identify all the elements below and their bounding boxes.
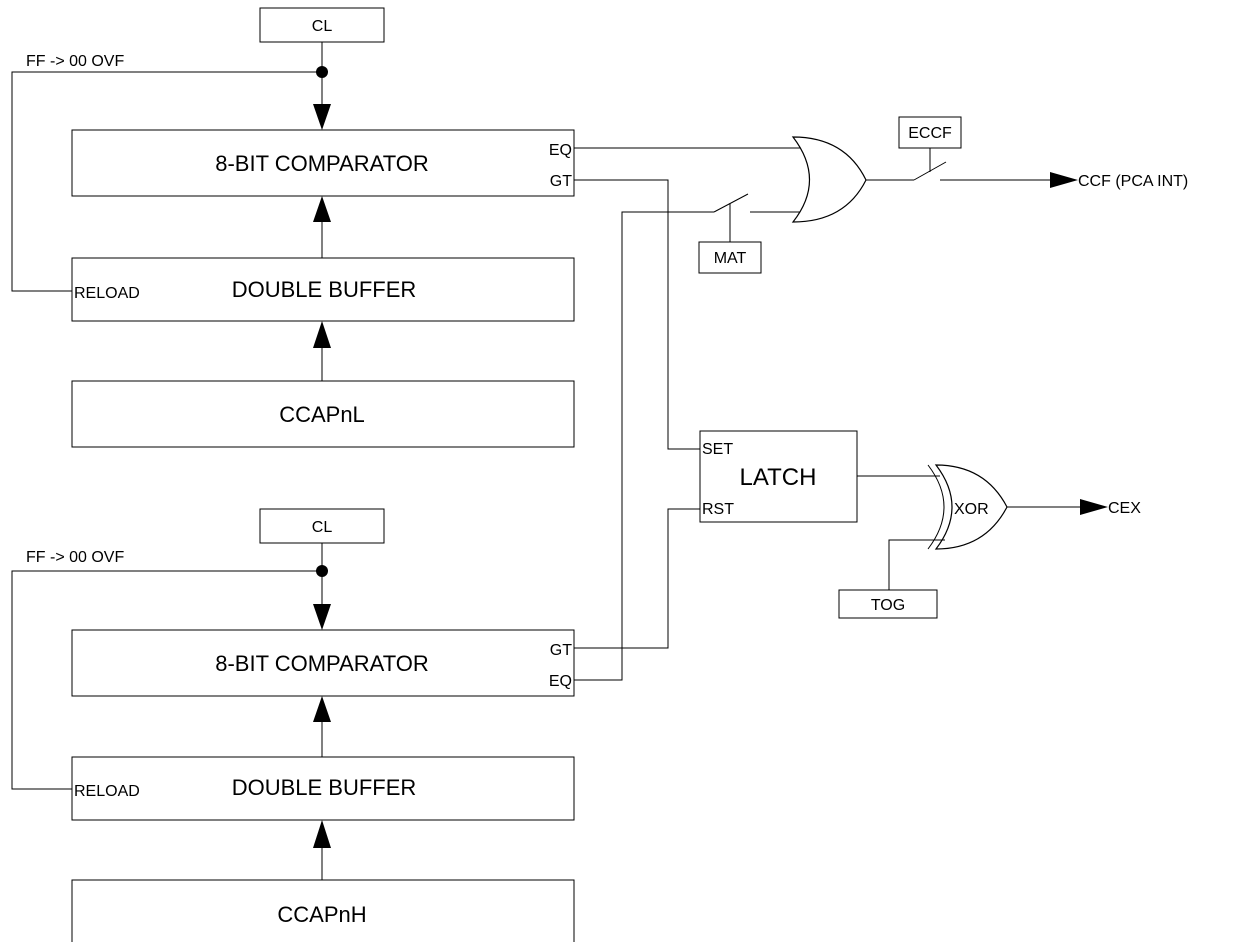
latch-rst-label: RST <box>702 501 734 518</box>
top-cl-arrow <box>313 104 331 130</box>
mat-box <box>698 241 762 274</box>
eccf-box <box>898 116 962 149</box>
cex-arrow <box>1080 499 1108 515</box>
ccf-arrow <box>1050 172 1078 188</box>
top-double-buffer-label: DOUBLE BUFFER <box>232 277 417 302</box>
top-gt-wire <box>574 179 700 450</box>
top-gt-label: GT <box>550 173 572 190</box>
mat-label: MAT <box>714 250 747 267</box>
bottom-cl-label: CL <box>312 519 333 536</box>
bottom-reload-label: RELOAD <box>74 783 140 800</box>
bottom-gt-wire <box>574 508 700 649</box>
tog-wire <box>888 539 945 590</box>
interconnect <box>574 147 800 681</box>
top-cl-box <box>259 7 385 43</box>
top-register-box <box>71 380 575 448</box>
bottom-reload-wire <box>11 570 322 790</box>
top-register-arrow <box>313 321 331 348</box>
top-double-buffer-box <box>71 257 575 322</box>
top-ovf-label: FF -> 00 OVF <box>26 53 124 70</box>
bottom-channel: CL FF -> 00 OVF 8-BIT COMPARATOR GT EQ R… <box>11 508 575 942</box>
top-reload-wire <box>11 71 322 292</box>
bottom-comparator-box <box>71 629 575 697</box>
tog-label: TOG <box>871 597 905 614</box>
latch-set-label: SET <box>702 441 733 458</box>
bottom-gt-label: GT <box>550 642 572 659</box>
top-comparator-box <box>71 129 575 197</box>
latch-box <box>699 430 858 523</box>
ccf-output-label: CCF (PCA INT) <box>1078 173 1188 190</box>
bottom-double-buffer-label: DOUBLE BUFFER <box>232 775 417 800</box>
xor-label: XOR <box>954 501 989 518</box>
top-eq-label: EQ <box>549 142 572 159</box>
cex-output-label: CEX <box>1108 500 1141 517</box>
bottom-double-buffer-box <box>71 756 575 821</box>
bottom-eq-label: EQ <box>549 673 572 690</box>
bottom-register-box <box>71 879 575 942</box>
or-gate <box>791 136 867 223</box>
bottom-comparator-label: 8-BIT COMPARATOR <box>215 651 429 676</box>
top-register-label: CCAPnL <box>279 402 365 427</box>
bottom-cl-box <box>259 508 385 544</box>
top-buffer-arrow <box>313 196 331 222</box>
xor-gate <box>934 464 1008 550</box>
top-comparator-label: 8-BIT COMPARATOR <box>215 151 429 176</box>
bottom-register-label: CCAPnH <box>277 902 366 927</box>
top-reload-label: RELOAD <box>74 285 140 302</box>
bottom-buffer-arrow <box>313 696 331 722</box>
xor-back-curve <box>927 464 945 550</box>
bottom-eq-wire <box>574 211 714 681</box>
bottom-cl-arrow <box>313 604 331 630</box>
top-cl-label: CL <box>312 18 333 35</box>
bottom-register-arrow <box>313 820 331 848</box>
latch-label: LATCH <box>740 464 817 491</box>
tog-box <box>838 589 938 619</box>
bottom-ovf-label: FF -> 00 OVF <box>26 549 124 566</box>
mat-switch-contact <box>713 193 749 213</box>
eccf-label: ECCF <box>908 125 952 142</box>
top-channel: CL FF -> 00 OVF 8-BIT COMPARATOR EQ GT R… <box>11 7 575 448</box>
